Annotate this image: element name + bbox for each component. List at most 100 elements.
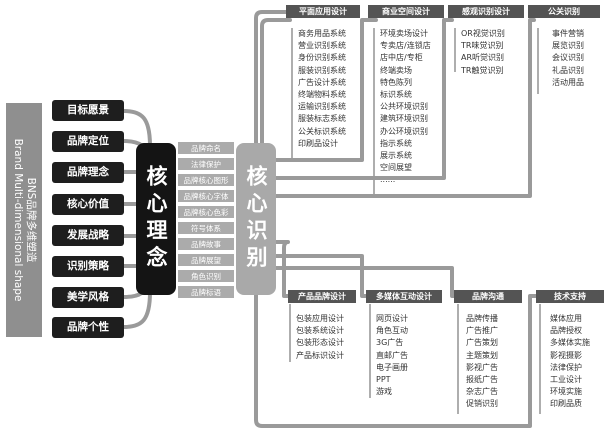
tag-brand-story: 品牌故事: [177, 237, 235, 251]
list-item: 法律保护: [550, 362, 582, 372]
list-pr: 事件营销 展览识别 会议识别 礼品识别 活动用品: [552, 28, 584, 89]
tag-core-color: 品牌核心色彩: [177, 205, 235, 219]
list-item: 直邮广告: [376, 350, 408, 360]
list-item: 公关标识系统: [298, 126, 346, 136]
list-item: 包装系统设计: [296, 326, 344, 336]
list-item: 广告推广: [466, 326, 498, 336]
list-item: 展示系统: [380, 151, 412, 161]
brand-subtitle: Brand Multi-dimensional shape: [12, 138, 24, 302]
list-item: 指示系统: [380, 138, 412, 148]
brand-title: BNS品牌多维塑造: [25, 177, 37, 263]
list-item: OR视觉识别: [461, 29, 505, 38]
pillar-identity-strategy: 识别策略: [52, 256, 124, 277]
list-item: 多媒体实施: [550, 338, 590, 348]
list-item: 店中店/专柜: [380, 53, 423, 63]
list-item: 促销识别: [466, 399, 498, 409]
list-item: 广告设计系统: [298, 77, 346, 87]
brand-bar: BNS品牌多维塑造 Brand Multi-dimensional shape: [6, 103, 42, 337]
list-item: 专卖店/连锁店: [380, 41, 431, 51]
tag-core-font: 品牌核心字体: [177, 189, 235, 203]
list-item: 营业识别系统: [298, 41, 346, 51]
list-item: 运输识别系统: [298, 102, 346, 112]
list-graphic: 商务用品系统 营业识别系统 身份识别系统 服装识别系统 广告设计系统 终端物料系…: [298, 28, 346, 150]
tag-role-identity: 角色识别: [177, 269, 235, 283]
list-item: 电子画册: [376, 362, 408, 372]
list-item: 游戏: [376, 387, 392, 397]
pillar-personality: 品牌个性: [52, 317, 124, 338]
section-header-space: 商业空间设计: [368, 5, 444, 18]
pillar-philosophy: 品牌理念: [52, 162, 124, 183]
list-item: 标识系统: [380, 90, 412, 100]
list-item: 印刷品质: [550, 399, 582, 409]
list-item: 环境卖场设计: [380, 29, 428, 38]
list-item: 特色陈列: [380, 77, 412, 87]
pillar-vision: 目标愿景: [52, 100, 124, 121]
brand-bar-text: BNS品牌多维塑造 Brand Multi-dimensional shape: [11, 139, 37, 302]
core-identity-block: 核心识别: [236, 143, 276, 295]
list-item: 媒体应用: [550, 314, 582, 323]
pillar-strategy: 发展战略: [52, 225, 124, 246]
list-item: 印刷品设计: [298, 138, 338, 148]
pillar-aesthetics: 美学风格: [52, 287, 124, 308]
list-item: 终端物料系统: [298, 90, 346, 100]
tag-legal: 法律保护: [177, 157, 235, 171]
list-item: 服装标志系统: [298, 114, 346, 124]
list-item: 报纸广告: [466, 375, 498, 385]
section-header-product: 产品品牌设计: [288, 290, 356, 303]
list-item: 终端卖场: [380, 65, 412, 75]
list-product: 包装应用设计 包装系统设计 包装形态设计 产品标识设计: [296, 313, 344, 362]
tag-core-graphic: 品牌核心图形: [177, 173, 235, 187]
section-header-communication: 品牌沟通: [454, 290, 522, 303]
list-item: 身份识别系统: [298, 53, 346, 63]
list-item: 商务用品系统: [298, 29, 346, 38]
list-space: 环境卖场设计 专卖店/连锁店 店中店/专柜 终端卖场 特色陈列 标识系统 公共环…: [380, 28, 431, 187]
list-item: 网页设计: [376, 314, 408, 323]
list-item: 主题策划: [466, 350, 498, 360]
list-item: PPT: [376, 375, 391, 385]
list-item: 事件营销: [552, 29, 584, 38]
list-item: 空间展望: [380, 163, 412, 173]
list-item: 建筑环境识别: [380, 114, 428, 124]
section-header-pr: 公关识别: [528, 5, 600, 18]
list-communication: 品牌传播 广告推广 广告策划 主题策划 影视广告 报纸广告 杂志广告 促销识别: [466, 313, 498, 411]
tag-slogan: 品牌标语: [177, 285, 235, 299]
list-item: 角色互动: [376, 326, 408, 336]
list-item: 包装形态设计: [296, 338, 344, 348]
list-item: 会议识别: [552, 53, 584, 63]
pillar-core-value: 核心价值: [52, 194, 124, 215]
list-item: TR触觉识别: [461, 65, 504, 75]
list-item: 活动用品: [552, 77, 584, 87]
list-item: 服装识别系统: [298, 65, 346, 75]
list-item: 产品标识设计: [296, 350, 344, 360]
tag-symbol-system: 符号体系: [177, 221, 235, 235]
list-item: 环境实施: [550, 387, 582, 397]
list-item: 影视广告: [466, 362, 498, 372]
list-item: 礼品识别: [552, 65, 584, 75]
list-item: 包装应用设计: [296, 314, 344, 323]
list-sensory: OR视觉识别 TR味觉识别 AR听觉识别 TR触觉识别: [461, 28, 505, 77]
list-item: 3G广告: [376, 338, 404, 348]
list-item: 工业设计: [550, 375, 582, 385]
tag-brand-outlook: 品牌展望: [177, 253, 235, 267]
list-multimedia: 网页设计 角色互动 3G广告 直邮广告 电子画册 PPT 游戏: [376, 313, 408, 398]
section-header-graphic: 平面应用设计: [286, 5, 360, 18]
pillar-positioning: 品牌定位: [52, 131, 124, 152]
list-tech-support: 媒体应用 品牌授权 多媒体实施 影视摄影 法律保护 工业设计 环境实施 印刷品质: [550, 313, 590, 411]
list-item: 公共环境识别: [380, 102, 428, 112]
list-item: 广告策划: [466, 338, 498, 348]
section-header-sensory: 感观识别设计: [448, 5, 524, 18]
section-header-multimedia: 多媒体互动设计: [366, 290, 442, 303]
list-item: 展览识别: [552, 41, 584, 51]
list-item: AR听觉识别: [461, 53, 505, 63]
list-item: 杂志广告: [466, 387, 498, 397]
list-item: 影视摄影: [550, 350, 582, 360]
list-item: TR味觉识别: [461, 41, 504, 51]
section-header-tech-support: 技术支持: [536, 290, 604, 303]
list-item: 品牌授权: [550, 326, 582, 336]
list-item: 办公环境识别: [380, 126, 428, 136]
list-item: ......: [380, 175, 396, 185]
tag-naming: 品牌命名: [177, 141, 235, 155]
list-item: 品牌传播: [466, 314, 498, 323]
core-philosophy-block: 核心理念: [136, 143, 176, 295]
